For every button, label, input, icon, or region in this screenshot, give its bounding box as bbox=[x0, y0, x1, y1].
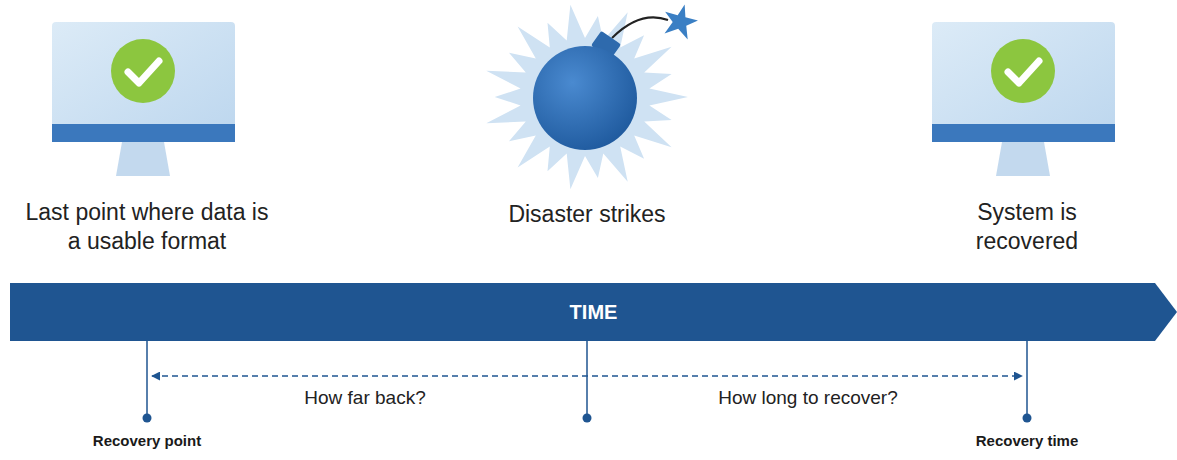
bomb-icon-part bbox=[612, 17, 668, 38]
timeline-marks-part bbox=[583, 414, 592, 423]
span-label: How long to recover? bbox=[668, 386, 948, 410]
monitor-icon-part bbox=[996, 142, 1050, 176]
timeline-marks-part bbox=[1023, 414, 1032, 423]
monitor-icon-part bbox=[991, 39, 1055, 103]
timeline-marks-part bbox=[143, 414, 152, 423]
monitor-icon-part bbox=[932, 124, 1115, 142]
monitor-icon-part bbox=[932, 22, 1115, 142]
point-label: Recovery point bbox=[47, 432, 247, 451]
bomb-icon bbox=[486, 0, 701, 189]
monitor-icon bbox=[52, 22, 235, 176]
bomb-icon-part bbox=[486, 5, 688, 189]
monitor-icon-part bbox=[52, 124, 235, 142]
span-arrow bbox=[152, 375, 1022, 377]
band-label: TIME bbox=[10, 301, 1177, 324]
monitor-icon-part bbox=[116, 142, 170, 176]
monitor-icon-part bbox=[128, 61, 159, 83]
monitor-icon-part bbox=[111, 39, 175, 103]
timeline-marks-part bbox=[146, 340, 148, 417]
caption: Disaster strikes bbox=[457, 200, 717, 229]
caption: System is recovered bbox=[957, 198, 1097, 256]
time-band: TIME bbox=[10, 283, 1177, 341]
bomb-icon-part bbox=[660, 0, 701, 41]
caption: Last point where data is a usable format bbox=[16, 198, 278, 256]
band-shape bbox=[10, 283, 1177, 341]
point-label: Recovery time bbox=[927, 432, 1127, 451]
timeline-marks bbox=[143, 340, 1032, 423]
monitor-icon-part bbox=[52, 22, 235, 142]
timeline-marks-part bbox=[586, 340, 588, 417]
monitor-icon bbox=[932, 22, 1115, 176]
monitor-icon-part bbox=[1008, 61, 1039, 83]
bomb-icon-part bbox=[533, 46, 637, 150]
timeline-marks-part bbox=[1026, 340, 1028, 417]
span-label: How far back? bbox=[245, 386, 485, 410]
